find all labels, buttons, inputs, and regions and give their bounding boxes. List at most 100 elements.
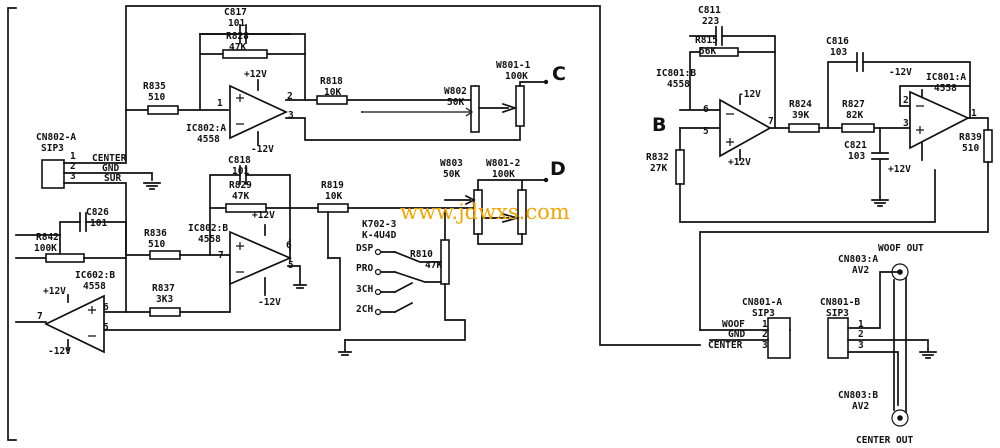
label-r818-val: 10K <box>324 87 341 98</box>
label-cn802a-p3: 3 <box>70 171 76 182</box>
label-cn801b-p3: 3 <box>858 340 864 351</box>
label-cn801a-name: CN801-A <box>742 297 782 308</box>
label-cn803b-name: CN803:B <box>838 390 878 401</box>
label-pin7-d: 7 <box>768 116 774 127</box>
label-pin5-b: 5 <box>288 260 294 271</box>
label-ic602b-part: 4558 <box>83 281 106 292</box>
label-c817-val: 101 <box>228 18 245 29</box>
watermark-text: www.jdwxs.com <box>400 200 570 224</box>
label-pin3-e: 3 <box>903 118 909 129</box>
label-r824-name: R824 <box>789 99 812 110</box>
ic602b-opamp <box>44 294 105 354</box>
label-pin7-b: 7 <box>218 250 224 261</box>
label-ic802a-part: 4558 <box>197 134 220 145</box>
label-r827-name: R827 <box>842 99 865 110</box>
label-ic602b-m12: -12V <box>48 346 71 357</box>
label-ic801b-part: 4558 <box>667 79 690 90</box>
label-sw-pro: PRO <box>356 263 373 274</box>
label-c816-name: C816 <box>826 36 849 47</box>
label-ic801a-part: 4558 <box>934 83 957 94</box>
label-pin3-a: 3 <box>288 110 294 121</box>
label-cn801b-p1: 1 <box>858 319 864 330</box>
label-r819-name: R819 <box>321 180 344 191</box>
label-r836-name: R836 <box>144 228 167 239</box>
label-ic801b-name: IC801:B <box>656 68 696 79</box>
label-cn801b-p2: 2 <box>858 329 864 340</box>
label-ic802a-m12: -12V <box>251 144 274 155</box>
label-cn801a-woof: WOOF <box>722 319 745 330</box>
label-cn801a-p1: 1 <box>762 319 768 330</box>
label-c816-val: 103 <box>830 47 847 58</box>
label-cn801a-center: CENTER <box>708 340 743 351</box>
label-ic802b-p12: +12V <box>252 210 275 221</box>
label-w802-name: W802 <box>444 86 467 97</box>
label-cn802a-center: CENTER <box>92 153 127 164</box>
node-d-label: D <box>550 158 566 180</box>
label-cn801a-p3: 3 <box>762 340 768 351</box>
label-ic801a-name: IC801:A <box>926 72 966 83</box>
label-r824-val: 39K <box>792 110 809 121</box>
label-ic801b-p12: +12V <box>728 157 751 168</box>
label-r810-name: R810 <box>410 249 433 260</box>
label-pin5-d: 5 <box>703 126 709 137</box>
label-w802-val: 50K <box>447 97 464 108</box>
label-cn803a-name: CN803:A <box>838 254 878 265</box>
label-ic802b-part: 4558 <box>198 234 221 245</box>
node-b-label: B <box>652 114 666 136</box>
label-cn803b-type: AV2 <box>852 401 869 412</box>
label-w803-val: 50K <box>443 169 460 180</box>
label-pin6-c: 6 <box>103 302 109 313</box>
ic802b-opamp <box>229 230 293 286</box>
label-c826-val: 101 <box>90 218 107 229</box>
label-k702-part: K-4U4D <box>362 230 397 241</box>
label-ic802b-name: IC802:B <box>188 223 228 234</box>
label-c826-name: C826 <box>86 207 109 218</box>
label-cn802a-p1: 1 <box>70 151 76 162</box>
label-c818-val: 101 <box>232 166 249 177</box>
opamps-right <box>719 90 970 158</box>
label-r836-val: 510 <box>148 239 165 250</box>
ic801b-opamp <box>719 98 772 158</box>
label-sw-dsp: DSP <box>356 243 373 254</box>
label-cn802a-name: CN802-A <box>36 132 76 143</box>
label-pin1-a: 1 <box>217 98 223 109</box>
label-cn802a-sur: SUR <box>104 173 121 184</box>
label-r829-val: 47K <box>232 191 249 202</box>
label-r827-val: 82K <box>846 110 863 121</box>
label-c811-name: C811 <box>698 5 721 16</box>
label-r837-val: 3K3 <box>156 294 173 305</box>
label-r829-name: R829 <box>229 180 252 191</box>
label-r837-name: R837 <box>152 283 175 294</box>
ic802a-opamp <box>229 84 289 140</box>
label-k702-name: K702-3 <box>362 219 397 230</box>
label-ic802a-p12: +12V <box>244 69 267 80</box>
label-cn803a-type: AV2 <box>852 265 869 276</box>
label-cn802a-type: SIP3 <box>41 143 64 154</box>
label-cn801a-gnd: GND <box>728 329 745 340</box>
label-pin6-d: 6 <box>703 104 709 115</box>
label-r810-val: 47K <box>425 260 442 271</box>
label-c818-name: C818 <box>228 155 251 166</box>
label-w801-1-name: W801-1 <box>496 60 531 71</box>
label-c821-name: C821 <box>844 140 867 151</box>
label-cn802a-p2: 2 <box>70 161 76 172</box>
label-cn802a-gnd: GND <box>102 163 119 174</box>
label-center-out: CENTER OUT <box>856 435 913 446</box>
label-r819-val: 10K <box>325 191 342 202</box>
label-r835-val: 510 <box>148 92 165 103</box>
label-pin6-b: 6 <box>286 240 292 251</box>
label-r842-name: R842 <box>36 232 59 243</box>
label-r839-name: R839 <box>959 132 982 143</box>
label-r828-val: 47K <box>229 42 246 53</box>
node-c-label: C <box>552 63 566 85</box>
label-c811-val: 223 <box>702 16 719 27</box>
label-w801-2-val: 100K <box>492 169 515 180</box>
label-ic602b-p12: +12V <box>43 286 66 297</box>
label-cn801b-name: CN801-B <box>820 297 860 308</box>
ic801a-opamp <box>909 90 970 150</box>
label-ic802b-m12: -12V <box>258 297 281 308</box>
label-w801-2-name: W801-2 <box>486 158 520 169</box>
component-labels: C817101R82847K+12VR835510R81810KW801-110… <box>34 5 982 446</box>
label-cn801b-type: SIP3 <box>826 308 849 319</box>
